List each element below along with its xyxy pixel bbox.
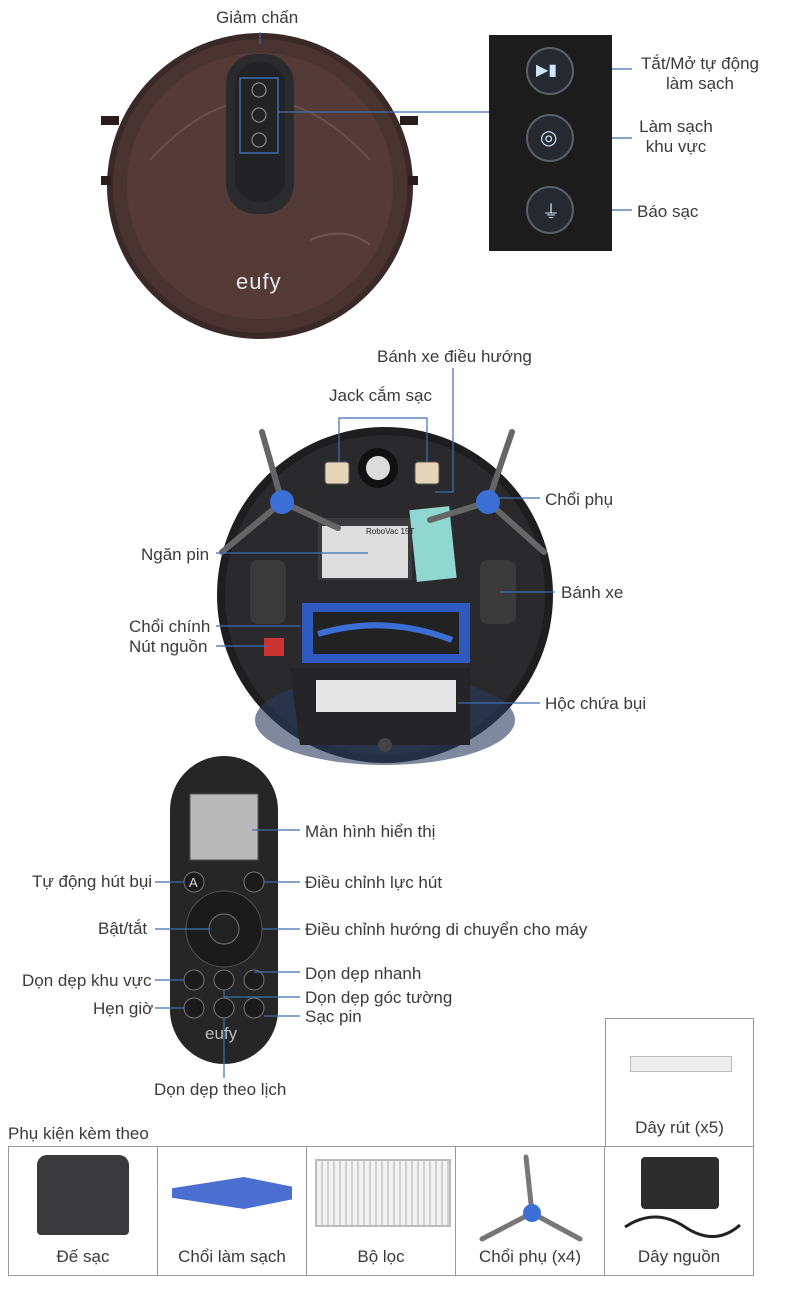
label-direction: Điều chỉnh hướng di chuyển cho máy (305, 920, 588, 939)
label-screen: Màn hình hiển thị (305, 822, 436, 841)
label-schedule: Dọn dẹp theo lịch (154, 1080, 287, 1099)
spot-clean-button: ◎ (526, 114, 574, 162)
charge-button: ⏚ (526, 186, 574, 234)
spiral-icon: ◎ (540, 127, 558, 149)
label-wheel: Bánh xe (561, 583, 624, 602)
zip-tie-image (630, 1056, 732, 1072)
label-spot: Dọn dẹp khu vực (22, 971, 152, 990)
remote-image (170, 756, 278, 1064)
remote-auto-glyph: A (189, 875, 198, 890)
accessory-cleaning-brush: Chổi làm sạch (157, 1146, 307, 1276)
accessory-power-cord: Dây nguồn (604, 1146, 754, 1276)
label-power-button: Nút nguồn (129, 637, 208, 656)
accessory-charging-base: Đế sạc (8, 1146, 158, 1276)
label-charge-indicator: Báo sạc (637, 202, 699, 221)
sticker-model-text: RoboVac 15T (366, 527, 415, 536)
filter-image (315, 1159, 451, 1227)
label-battery: Ngăn pin (141, 545, 210, 564)
label-auto-vacuum: Tự động hút bụi (32, 872, 153, 891)
plug-icon: ⏚ (542, 202, 560, 222)
accessory-caption: Chổi làm sạch (178, 1247, 286, 1266)
label-suction: Điều chỉnh lực hút (305, 873, 443, 892)
label-timer: Hẹn giờ (93, 999, 154, 1018)
auto-clean-button: ▶▮ (526, 47, 574, 95)
accessory-caption: Đế sạc (56, 1247, 110, 1266)
label-edge: Dọn dẹp góc tường (305, 988, 453, 1007)
label-charge: Sạc pin (305, 1007, 362, 1026)
label-nav-wheel: Bánh xe điều hướng (377, 347, 532, 366)
accessory-side-brushes: Chổi phụ (x4) (455, 1146, 605, 1276)
label-quick: Dọn dẹp nhanh (305, 964, 422, 983)
label-side-brush: Chổi phụ (545, 490, 614, 509)
accessory-filter: Bộ lọc (306, 1146, 456, 1276)
control-panel-closeup: ▶▮ ◎ ⏚ (489, 35, 612, 251)
robot-bottom-image (217, 427, 553, 765)
play-pause-icon: ▶▮ (536, 62, 558, 79)
accessory-caption: Dây rút (x5) (635, 1118, 724, 1137)
accessory-caption: Dây nguồn (637, 1247, 721, 1266)
label-power: Bật/tắt (98, 919, 148, 938)
remote-brand-text: eufy (205, 1024, 238, 1043)
accessory-zip-ties: Dây rút (x5) (605, 1018, 754, 1147)
label-main-brush: Chổi chính (129, 617, 211, 636)
robot-brand-text: eufy (236, 269, 282, 294)
label-charge-jack: Jack cắm sạc (329, 386, 432, 405)
charging-base-image (37, 1155, 129, 1235)
label-bumper: Giảm chấn (216, 8, 299, 27)
power-cord-image (624, 1215, 741, 1238)
accessory-caption: Chổi phụ (x4) (478, 1247, 582, 1266)
side-brush-image (479, 1154, 583, 1242)
accessory-caption: Bộ lọc (357, 1247, 405, 1266)
cleaning-brush-image (172, 1177, 292, 1209)
label-dust-bin: Hộc chứa bụi (545, 694, 647, 713)
accessories-heading: Phụ kiện kèm theo (8, 1124, 149, 1143)
power-adapter-image (641, 1157, 719, 1209)
